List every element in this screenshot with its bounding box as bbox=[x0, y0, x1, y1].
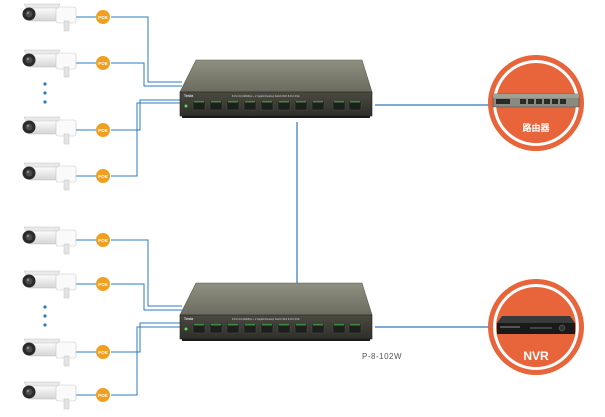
port-led-strip bbox=[334, 101, 344, 103]
poe-switches: Tenda 8-Port 10/100Mbps + 2 Gigabit Deskt… bbox=[179, 59, 373, 341]
router-label: 路由器 bbox=[522, 122, 550, 133]
poe-badge bbox=[96, 233, 110, 247]
switch-spec-label: 8-Port 10/100Mbps + 2 Gigabit Desktop Sw… bbox=[232, 318, 300, 321]
poe-badge-label: POE bbox=[98, 128, 108, 133]
nvr-label: NVR bbox=[523, 349, 549, 363]
port-led-strip bbox=[194, 101, 204, 103]
port-led-strip bbox=[279, 101, 289, 103]
cctv-camera-icon bbox=[22, 162, 77, 191]
router-icon bbox=[492, 93, 580, 108]
switch-base bbox=[182, 116, 370, 118]
poe-switch: Tenda 8-Port 10/100Mbps + 2 Gigabit Deskt… bbox=[179, 59, 373, 118]
camera-link-line bbox=[111, 322, 182, 353]
ellipsis-dot bbox=[43, 91, 47, 95]
nvr-node: NVR bbox=[488, 279, 584, 375]
ellipsis-dot bbox=[43, 314, 47, 318]
power-led bbox=[184, 104, 188, 108]
port-led-strip bbox=[279, 324, 289, 326]
camera-column bbox=[22, 3, 77, 410]
poe-badge-label: POE bbox=[98, 238, 108, 243]
poe-badge-label: POE bbox=[98, 282, 108, 287]
port-led-strip bbox=[350, 101, 360, 103]
poe-switch: Tenda 8-Port 10/100Mbps + 2 Gigabit Deskt… bbox=[179, 282, 373, 341]
router-node: 路由器 bbox=[488, 55, 584, 151]
nvr-icon bbox=[497, 316, 575, 334]
ellipsis-dots bbox=[43, 82, 47, 327]
cctv-camera-icon bbox=[22, 226, 77, 255]
port-led-strip bbox=[228, 324, 238, 326]
port-led-strip bbox=[245, 101, 255, 103]
camera-link-line bbox=[111, 239, 182, 307]
port-led-strip bbox=[262, 324, 272, 326]
poe-badge-label: POE bbox=[98, 15, 108, 20]
cctv-camera-icon bbox=[22, 270, 77, 299]
switch-brand-label: Tenda bbox=[184, 94, 193, 98]
port-led-strip bbox=[194, 324, 204, 326]
switch-brand-label: Tenda bbox=[184, 317, 193, 321]
power-led bbox=[184, 327, 188, 331]
poe-badge bbox=[96, 345, 110, 359]
port-led-strip bbox=[211, 101, 221, 103]
poe-badge-label: POE bbox=[98, 350, 108, 355]
switch-base bbox=[182, 339, 370, 341]
poe-badge-label: POE bbox=[98, 393, 108, 398]
camera-link-line bbox=[111, 326, 182, 396]
poe-badge bbox=[96, 10, 110, 24]
cctv-camera-icon bbox=[22, 49, 77, 78]
port-led-strip bbox=[334, 324, 344, 326]
poe-badges: POE POE POE POE POE POE POE POE bbox=[96, 10, 110, 402]
switch-spec-label: 8-Port 10/100Mbps + 2 Gigabit Desktop Sw… bbox=[232, 95, 300, 98]
ellipsis-dot bbox=[43, 82, 47, 86]
ellipsis-dot bbox=[43, 305, 47, 309]
port-led-strip bbox=[296, 101, 306, 103]
poe-badge-label: POE bbox=[98, 174, 108, 179]
switch-top-face bbox=[179, 282, 373, 316]
cctv-camera-icon bbox=[22, 338, 77, 367]
camera-link-line bbox=[111, 283, 182, 311]
port-led-strip bbox=[313, 324, 323, 326]
poe-badge bbox=[96, 169, 110, 183]
ellipsis-dot bbox=[43, 100, 47, 104]
poe-badge bbox=[96, 123, 110, 137]
camera-link-line bbox=[111, 99, 182, 131]
cctv-camera-icon bbox=[22, 3, 77, 32]
poe-badge bbox=[96, 277, 110, 291]
port-led-strip bbox=[350, 324, 360, 326]
poe-badge bbox=[96, 56, 110, 70]
ellipsis-dot bbox=[43, 323, 47, 327]
model-caption: P-8-102W bbox=[362, 352, 403, 361]
camera-link-line bbox=[111, 62, 182, 87]
cctv-camera-icon bbox=[22, 116, 77, 145]
port-led-strip bbox=[262, 101, 272, 103]
camera-link-line bbox=[111, 102, 182, 177]
poe-badge-label: POE bbox=[98, 61, 108, 66]
switch-top-face bbox=[179, 59, 373, 93]
port-led-strip bbox=[296, 324, 306, 326]
cctv-camera-icon bbox=[22, 381, 77, 410]
camera-link-line bbox=[111, 16, 182, 83]
port-led-strip bbox=[211, 324, 221, 326]
port-led-strip bbox=[245, 324, 255, 326]
poe-badge bbox=[96, 388, 110, 402]
port-led-strip bbox=[313, 101, 323, 103]
port-led-strip bbox=[228, 101, 238, 103]
